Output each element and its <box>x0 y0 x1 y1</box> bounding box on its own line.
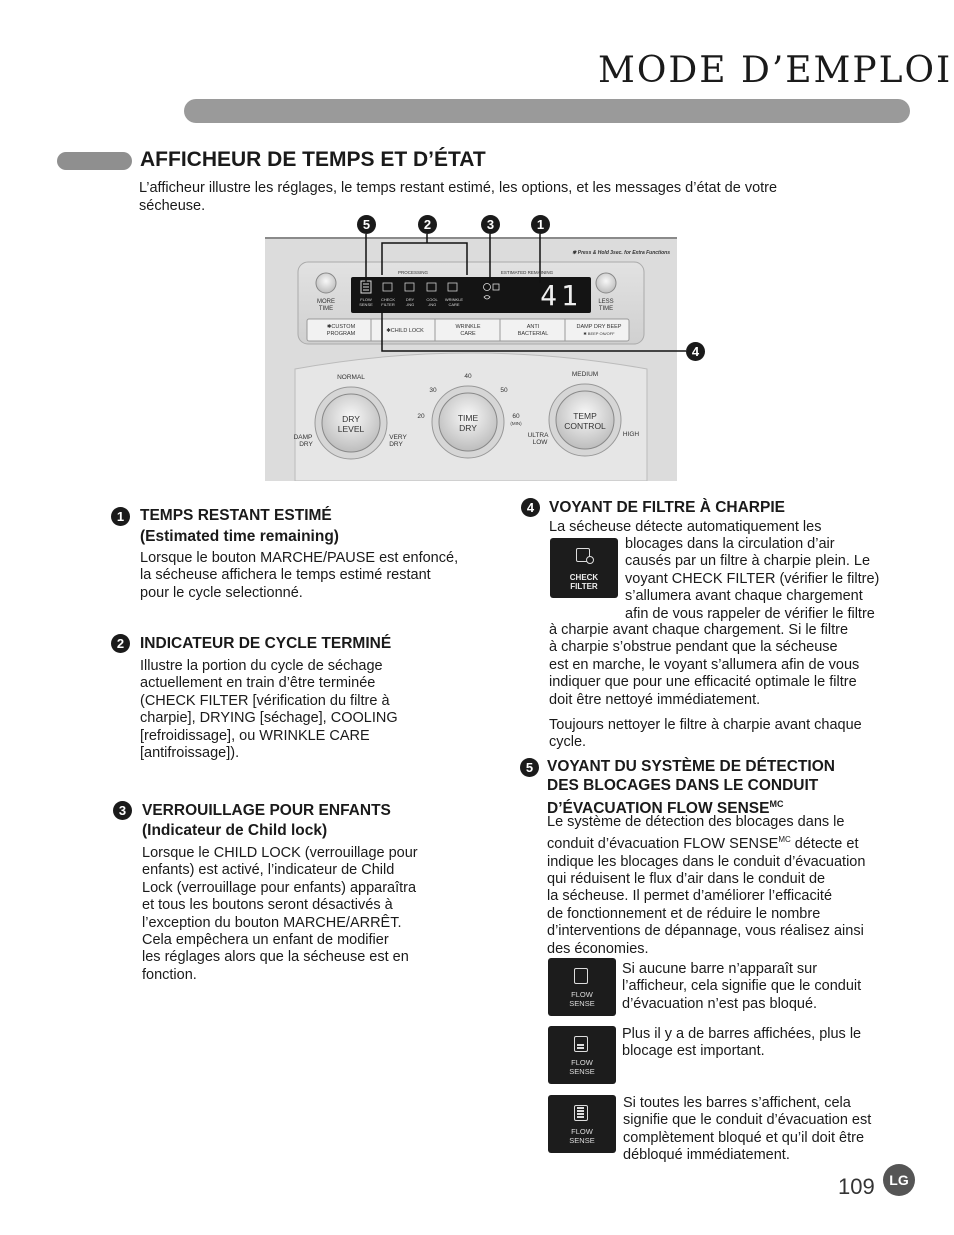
opt-wrinkle-2: CARE <box>460 331 476 337</box>
item4-title: VOYANT DE FILTRE À CHARPIE <box>549 499 785 516</box>
item1-title: TEMPS RESTANT ESTIMÉ <box>140 507 332 524</box>
item3-number: 3 <box>113 801 132 820</box>
stage-flow-2: SENSE <box>359 302 373 307</box>
stage-flow-1: FLOW <box>360 297 372 302</box>
time-label-1: TIME <box>458 413 479 423</box>
item2-title: INDICATEUR DE CYCLE TERMINÉ <box>140 635 392 652</box>
stage-wrinkle-1: WRINKLE <box>445 297 464 302</box>
time-mark-50: 50 <box>500 387 508 394</box>
time-bottom-2: LOW <box>533 439 549 446</box>
item5-body: Le système de détection des blocages dan… <box>547 814 866 957</box>
callout-3: 3 <box>481 215 500 234</box>
less-time-label-1: LESS <box>598 299 613 305</box>
lcd-display <box>351 277 591 313</box>
callout-2: 2 <box>418 215 437 234</box>
opt-anti-1: ANTI <box>527 324 540 330</box>
control-panel-figure: ✱ Press & Hold 3sec. for Extra Functions… <box>265 237 677 481</box>
section-title: AFFICHEUR DE TEMPS ET D’ÉTAT <box>140 148 486 171</box>
flow-state-2-text: Plus il y a de barres affichées, plus le… <box>622 1026 862 1060</box>
temp-label-1: TEMP <box>573 411 597 421</box>
opt-damp-1: DAMP DRY BEEP <box>577 324 622 330</box>
heart-icon <box>483 295 491 300</box>
item2-number: 2 <box>111 634 130 653</box>
more-time-label-1: MORE <box>317 299 335 305</box>
display-label-remaining: ESTIMATED REMAINING <box>501 270 554 275</box>
header-bar <box>184 99 910 123</box>
less-time-button[interactable] <box>595 272 617 294</box>
callout-1: 1 <box>531 215 550 234</box>
time-label-2: DRY <box>459 423 477 433</box>
stage-wrinkle-2: CARE <box>448 302 459 307</box>
item1-number: 1 <box>111 507 130 526</box>
lg-logo: LG <box>883 1164 915 1196</box>
callout-5: 5 <box>357 215 376 234</box>
temp-top: MEDIUM <box>572 371 598 378</box>
panel-top-note: ✱ Press & Hold 3sec. for Extra Functions <box>572 250 670 256</box>
dry-left-1: DAMP <box>294 434 313 441</box>
opt-wrinkle-1: WRINKLE <box>455 324 480 330</box>
item5-title: VOYANT DU SYSTÈME DE DÉTECTION DES BLOCA… <box>547 758 835 818</box>
stage-dry-1: DRY <box>406 297 415 302</box>
item4-number: 4 <box>521 498 540 517</box>
dry-label-1: DRY <box>342 414 360 424</box>
callout-4: 4 <box>686 342 705 361</box>
item5-number: 5 <box>520 758 539 777</box>
opt-damp-2: ✱ BEEP ON/OFF <box>583 331 615 336</box>
opt-anti-2: BACTERIAL <box>518 331 549 337</box>
time-bottom-1: ULTRA <box>528 432 549 439</box>
temp-control-knob[interactable] <box>555 390 615 450</box>
stage-cool-1: COOL <box>426 297 438 302</box>
dry-right-2: DRY <box>389 441 403 448</box>
time-dry-knob[interactable] <box>438 392 498 452</box>
time-mark-20: 20 <box>417 413 425 420</box>
less-time-label-2: TIME <box>599 306 613 312</box>
section-intro: L’afficheur illustre les réglages, le te… <box>139 180 778 214</box>
item3-subtitle: (Indicateur de Child lock) <box>142 822 328 839</box>
stage-cool-2: -ING <box>428 302 436 307</box>
time-mark-60: 60 <box>512 413 520 420</box>
page-header-title: MODE D’EMPLOI <box>598 50 953 91</box>
opt-custom-1: ✱CUSTOM <box>327 323 356 330</box>
item1-body: Lorsque le bouton MARCHE/PAUSE est enfon… <box>140 550 459 601</box>
item1-subtitle: (Estimated time remaining) <box>140 528 339 545</box>
temp-label-2: CONTROL <box>564 421 606 431</box>
item4-body-extra: Toujours nettoyer le filtre à charpie av… <box>549 717 862 751</box>
time-mark-min: (MIN) <box>510 421 522 426</box>
dry-right-1: VERY <box>389 434 407 441</box>
stage-dry-2: -ING <box>406 302 414 307</box>
stage-check-2: FILTER <box>381 302 395 307</box>
section-marker <box>57 152 132 170</box>
opt-custom-2: PROGRAM <box>327 331 356 337</box>
opt-childlock-1: ✱CHILD LOCK <box>386 327 424 334</box>
item3-body: Lorsque le CHILD LOCK (verrouillage pour… <box>142 845 418 983</box>
stage-check-1: CHECK <box>381 297 395 302</box>
dry-level-knob[interactable] <box>321 393 381 453</box>
item4-line-top: La sécheuse détecte automatiquement les <box>549 519 822 535</box>
more-time-button[interactable] <box>315 272 337 294</box>
time-mark-30: 30 <box>429 387 437 394</box>
dry-top: NORMAL <box>337 374 365 381</box>
dry-left-2: DRY <box>299 441 313 448</box>
temp-right: HIGH <box>623 431 640 438</box>
dry-label-2: LEVEL <box>338 424 365 434</box>
child-lock-icon <box>483 283 491 291</box>
page-number: 109 <box>838 1174 875 1199</box>
more-time-label-2: TIME <box>319 306 333 312</box>
display-label-processing: PROCESSING <box>398 270 429 275</box>
item3-title: VERROUILLAGE POUR ENFANTS <box>142 802 391 819</box>
check-filter-icon: CHECK FILTER <box>550 538 618 598</box>
time-mark-40: 40 <box>464 373 472 380</box>
item4-body-full: à charpie avant chaque chargement. Si le… <box>549 622 860 708</box>
lcd-digits: 41 <box>540 279 582 312</box>
